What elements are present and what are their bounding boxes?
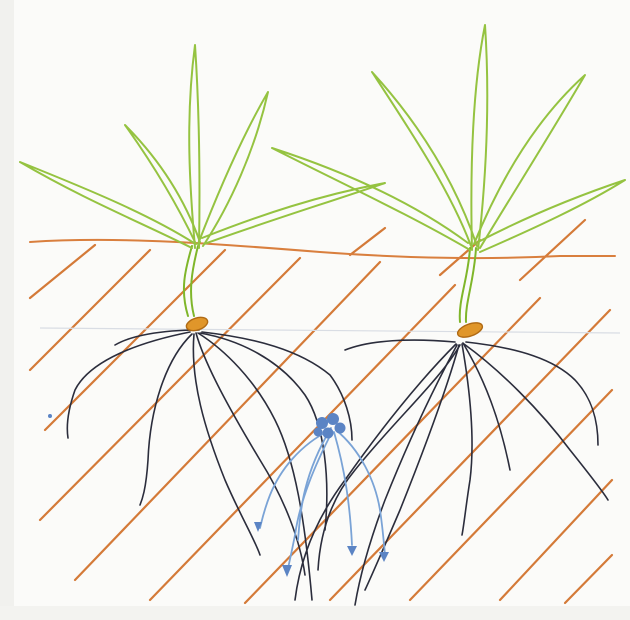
paper-edge-left	[0, 0, 14, 620]
paper-edge-bottom	[0, 606, 630, 620]
